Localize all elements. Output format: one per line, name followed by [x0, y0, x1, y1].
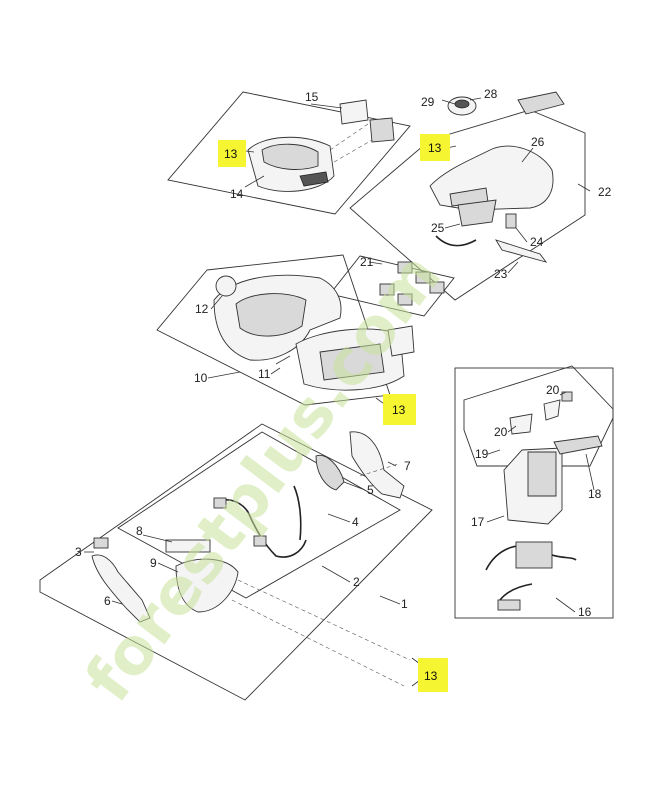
label-part-7: 7	[404, 459, 411, 473]
switch-parts	[379, 261, 445, 306]
label-part-24: 24	[530, 235, 544, 249]
label-part-26: 26	[531, 135, 545, 149]
label-part-20-upper: 20	[546, 383, 560, 397]
label-part-4: 4	[352, 515, 359, 529]
label-part-20-lower: 20	[494, 425, 508, 439]
label-part-6: 6	[104, 594, 111, 608]
label-part-21: 21	[360, 255, 374, 269]
label-part-25: 25	[431, 221, 445, 235]
label-part-11: 11	[258, 367, 271, 381]
highlight-13-bottom	[418, 658, 448, 692]
top-cover-part	[247, 99, 395, 192]
highlight-13-top-left	[218, 140, 246, 167]
label-part-12: 12	[195, 302, 209, 316]
label-part-13-top-left: 13	[224, 147, 238, 161]
label-part-5: 5	[367, 483, 374, 497]
highlight-boxes	[218, 134, 450, 692]
leader-lines	[84, 97, 595, 687]
label-part-23: 23	[494, 267, 508, 281]
label-part-14: 14	[230, 187, 244, 201]
label-part-19: 19	[475, 447, 489, 461]
label-part-29: 29	[421, 95, 435, 109]
frame-battery-group	[454, 367, 614, 619]
frame-switch-group	[329, 255, 455, 317]
label-part-10: 10	[194, 371, 208, 385]
housing-part	[213, 274, 415, 391]
highlight-13-top-right	[420, 134, 450, 161]
label-part-15: 15	[305, 90, 319, 104]
label-part-17: 17	[471, 515, 485, 529]
label-part-13-top-right: 13	[428, 141, 442, 155]
label-part-16: 16	[578, 605, 592, 619]
label-part-22: 22	[598, 185, 612, 199]
frame-inner-assembly	[117, 431, 401, 599]
label-part-28: 28	[484, 87, 498, 101]
frame-battery-upper	[463, 365, 614, 467]
frame-main-assembly	[39, 423, 433, 701]
label-part-1: 1	[401, 597, 408, 611]
label-part-13-bottom: 13	[424, 669, 438, 683]
frame-housing	[156, 254, 391, 406]
label-part-9: 9	[150, 556, 157, 570]
label-part-13-middle: 13	[392, 403, 406, 417]
battery-parts	[485, 391, 603, 611]
label-part-2: 2	[353, 575, 360, 589]
handle-part	[429, 91, 565, 263]
part-labels: 15 29 28 13 13 26 14 22 25 24 21 23 12 1…	[75, 87, 612, 683]
label-part-8: 8	[136, 524, 143, 538]
main-assembly-parts	[91, 431, 411, 687]
label-part-18: 18	[588, 487, 602, 501]
highlight-13-middle	[383, 394, 416, 425]
assembly-frames	[39, 91, 614, 701]
label-part-3: 3	[75, 545, 82, 559]
